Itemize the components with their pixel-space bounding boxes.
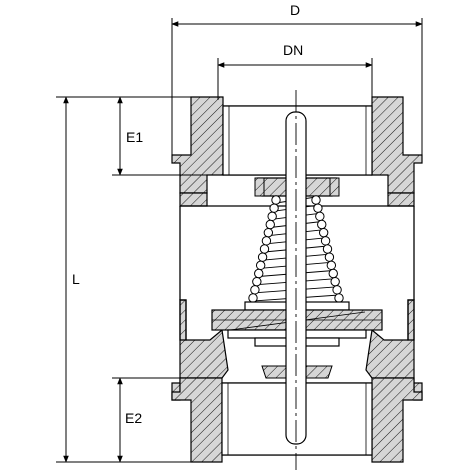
spring-coil-left <box>250 285 260 295</box>
spring <box>248 195 344 303</box>
body-top-left-wall <box>171 96 224 194</box>
spring-coil-right <box>334 293 344 303</box>
thread-lines <box>227 106 367 455</box>
dim-e1-label: E1 <box>126 129 143 145</box>
spring-coil-right <box>311 195 321 205</box>
spring-coil-left <box>257 252 268 262</box>
body-top-right-wall <box>371 96 423 194</box>
body-bottom-left-wall <box>171 377 223 463</box>
spring-coil-left <box>255 260 266 271</box>
spring-coil-right <box>324 252 335 262</box>
spring-coil-left <box>263 227 274 238</box>
spring-coil-left <box>248 293 258 303</box>
spring-coil-right <box>332 285 342 295</box>
spring-coil-left <box>254 268 264 279</box>
spring-coil-right <box>330 276 340 287</box>
body-middle-left-wall <box>179 192 208 207</box>
spring-coil-left <box>271 195 281 205</box>
dim-dn-label: DN <box>283 42 303 58</box>
seat-ring <box>261 365 333 379</box>
spring-coil-left <box>265 219 275 230</box>
spring-coil-right <box>322 244 333 254</box>
dimensions <box>56 18 423 463</box>
body-bottom-right-wall <box>371 377 423 463</box>
spring-coil-right <box>313 203 323 213</box>
spring-coil-left <box>259 244 270 254</box>
spring-coil-right <box>320 236 331 246</box>
dim-e2-label: E2 <box>125 410 142 426</box>
spring-coil-right <box>317 219 327 230</box>
spring-coil-right <box>315 211 325 222</box>
dim-l-label: L <box>72 271 80 287</box>
spring-coil-right <box>318 227 329 238</box>
body-middle-right-wall <box>387 192 415 207</box>
spring-coil-right <box>326 260 337 271</box>
spring-coil-left <box>269 203 279 213</box>
spring-coil-left <box>252 276 262 287</box>
spring-coil-left <box>267 211 277 222</box>
dim-d-label: D <box>290 2 300 18</box>
spring-coil-left <box>261 236 272 246</box>
guide-lugs <box>254 177 340 197</box>
spring-coil-right <box>328 268 338 279</box>
